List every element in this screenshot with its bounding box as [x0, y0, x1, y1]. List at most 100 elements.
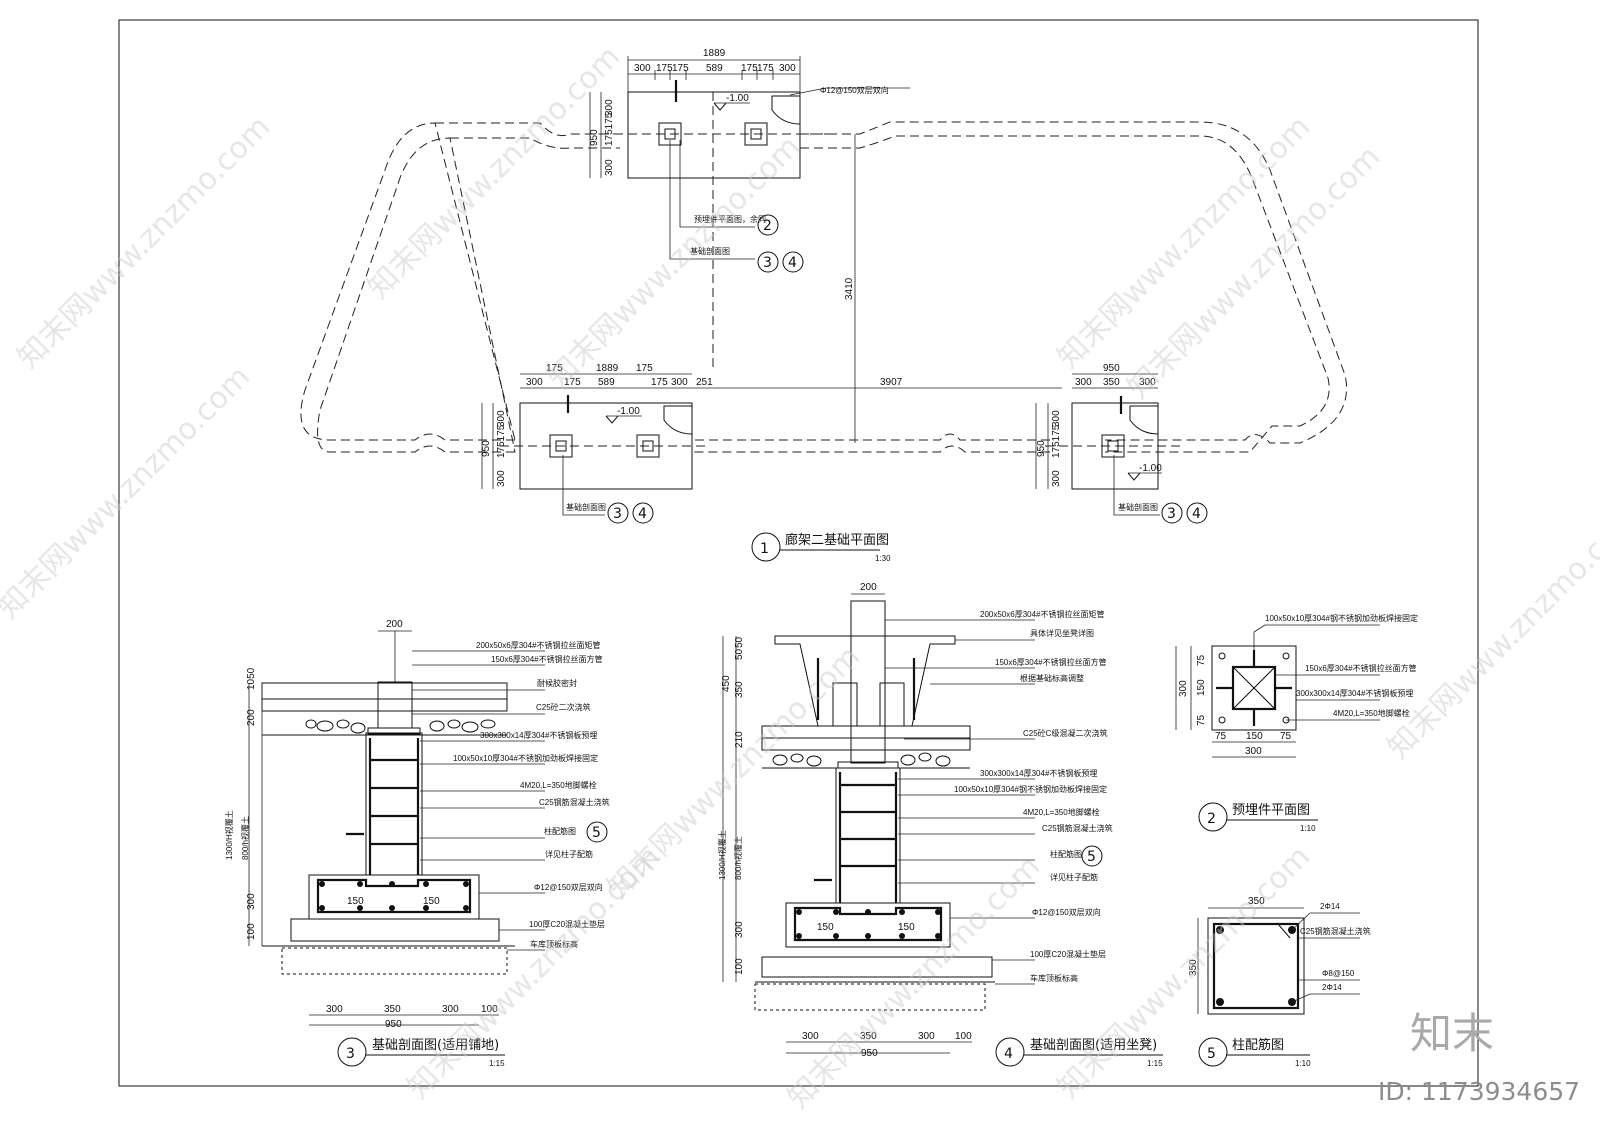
sec3-left-h2: 800/h视覆土 [240, 816, 250, 860]
dim-bl-left-1: 300 [496, 410, 507, 427]
sec2-left-2: 150 [1196, 679, 1207, 696]
sec4-label-8: 4M20,L=350地脚螺栓 [1023, 807, 1100, 817]
watermark-9: 知末网www.znzmo.com [781, 849, 1047, 1115]
ref-4-br-label: 4 [1192, 506, 1201, 522]
column-top-2 [750, 128, 762, 140]
embed-plate-bl-2 [636, 434, 660, 458]
plan-section-note-bl: 基础剖面图 [566, 502, 606, 512]
dim-bl-3: 589 [598, 377, 615, 388]
sec4-footing-150-right: 150 [898, 922, 915, 933]
sec3-left-h1: 1300/H视覆土 [224, 810, 234, 860]
sec2-scale: 1:10 [1300, 824, 1316, 833]
section-3: 150 150 200 1050 200 1300/H视覆土 800/h视覆土 … [224, 619, 610, 1068]
level-bl: -1.00 [617, 406, 640, 417]
dim-br-2: 350 [1103, 377, 1120, 388]
sec4-label-9: C25钢筋混凝土浇筑 [1042, 823, 1113, 833]
sec4-label-6: 300x300x14厚304#不锈钢板预埋 [980, 768, 1097, 778]
sec4-footing [785, 902, 951, 948]
sec4-label-5: C25砼C级混凝二次浇筑 [1023, 728, 1107, 738]
sec3-title-circle [337, 1037, 367, 1067]
ref-circle-3-br [1161, 502, 1183, 524]
sec3-embed-plate [367, 727, 421, 735]
sec4-bot-1: 300 [802, 1031, 819, 1042]
plan-rebar-note: Φ12@150双层双向 [820, 85, 889, 95]
sec3-left-dim-1: 1050 [246, 667, 257, 690]
sec5-label-2: C25钢筋混凝土浇筑 [1300, 926, 1371, 936]
sec4-label-1: 200x50x6厚304#不锈钢拉丝面矩管 [980, 609, 1105, 619]
drawing-frame [118, 19, 1479, 1087]
sec4-label-13: 100厚C20混凝土垫层 [1030, 949, 1106, 959]
dim-top-left-1: 300 [604, 99, 615, 116]
dim-top-1: 300 [634, 63, 651, 74]
ref-3-top-label: 3 [763, 255, 772, 271]
ref-2-label: 2 [763, 218, 772, 234]
sec4-left-4: 350 [734, 681, 745, 698]
sec3-title-number: 3 [346, 1046, 355, 1062]
sec3-left-dim-2: 200 [246, 709, 257, 726]
sec3-label-11: Φ12@150双层双向 [534, 882, 603, 892]
sec3-bot-1: 300 [326, 1004, 343, 1015]
sec3-bot-4: 100 [481, 1004, 498, 1015]
watermark-11: 知末网www.znzmo.com [1381, 499, 1600, 765]
sec3-title: 基础剖面图(适用铺地) [372, 1038, 499, 1053]
dim-br-left-3: 300 [1051, 470, 1062, 487]
dim-top-left-3: 300 [604, 159, 615, 176]
sec2-title-circle [1198, 802, 1228, 832]
dim-bl-1: 300 [526, 377, 543, 388]
sec3-label-1: 200x50x6厚304#不锈钢拉丝面矩管 [476, 640, 601, 650]
sec5-scale: 1:10 [1295, 1059, 1311, 1068]
embed-plate-br [1101, 434, 1125, 458]
sec2-left-3: 75 [1196, 714, 1207, 726]
sec2-label-4: 4M20,L=350地脚螺栓 [1333, 708, 1410, 718]
sec5-top-dim: 350 [1248, 896, 1265, 907]
sec4-title: 基础剖面图(适用坐凳) [1030, 1037, 1157, 1053]
watermark-brand: 知末 [1410, 1009, 1494, 1058]
sec2-title: 预埋件平面图 [1232, 803, 1310, 818]
sec4-pedestal [835, 767, 901, 904]
dim-bl-4: 175 [651, 377, 668, 388]
column-bl-1 [555, 440, 567, 452]
dim-br-1: 300 [1075, 377, 1092, 388]
sec2-label-1: 100x50x10厚304#钢不锈钢加劲板焊接固定 [1265, 613, 1418, 623]
sec3-gravel [305, 719, 496, 734]
sec5-title: 柱配筋图 [1232, 1037, 1284, 1053]
dim-gap: 251 [696, 377, 713, 388]
sec3-pedestal [365, 732, 423, 876]
sec4-left-h1: 1300/H视覆土 [717, 830, 727, 880]
sec2-bot-2: 150 [1246, 731, 1263, 742]
sec5-label-4: 2Φ14 [1322, 983, 1342, 992]
sec4-label-11: 详见柱子配筋 [1050, 872, 1098, 882]
dim-top-5: 175 [741, 63, 758, 74]
sec4-left-2: 50 [734, 648, 745, 660]
ref-3-bl-label: 3 [613, 506, 622, 522]
sec3-label-10: 详见柱子配筋 [545, 849, 593, 859]
sec3-label-9: 柱配筋图 [544, 826, 576, 836]
sec4-label-4: 根据基础标高调整 [1020, 673, 1084, 683]
dim-bl-left-2: 175175 [496, 424, 507, 458]
level-br: -1.00 [1139, 463, 1162, 474]
ref-circle-4-top [782, 251, 804, 273]
dim-top-7: 300 [779, 63, 796, 74]
sec5-title-number: 5 [1207, 1046, 1216, 1062]
ref-4-bl-label: 4 [638, 506, 647, 522]
sec5-column [1207, 917, 1305, 1015]
watermark-6: 知末网www.znzmo.com [0, 359, 257, 625]
sec4-slab [754, 983, 986, 1011]
dim-bl-left-3: 300 [496, 470, 507, 487]
sec4-scale: 1:15 [1147, 1059, 1163, 1068]
ref-circle-3-top [757, 251, 779, 273]
ref-circle-3-bl [607, 502, 629, 524]
dim-bl-5: 300 [671, 377, 688, 388]
sec4-left-low-1: 300 [734, 921, 745, 938]
sec3-label-8: C25钢筋混凝土浇筑 [539, 797, 610, 807]
embed-plate-bl-1 [549, 434, 573, 458]
sec2-bot-total: 300 [1245, 746, 1262, 757]
sec3-left-low-2: 100 [246, 923, 257, 940]
plan-title-number: 1 [760, 541, 769, 557]
rebar-hatch-top [771, 95, 801, 125]
sec3-bot-3: 300 [442, 1004, 459, 1015]
sec3-label-2: 150x6厚304#不锈钢拉丝面方管 [491, 654, 603, 664]
sec4-ref5: 5 [1087, 849, 1096, 865]
plan-scale: 1:30 [875, 554, 891, 563]
dim-top-3: 175 [672, 63, 689, 74]
